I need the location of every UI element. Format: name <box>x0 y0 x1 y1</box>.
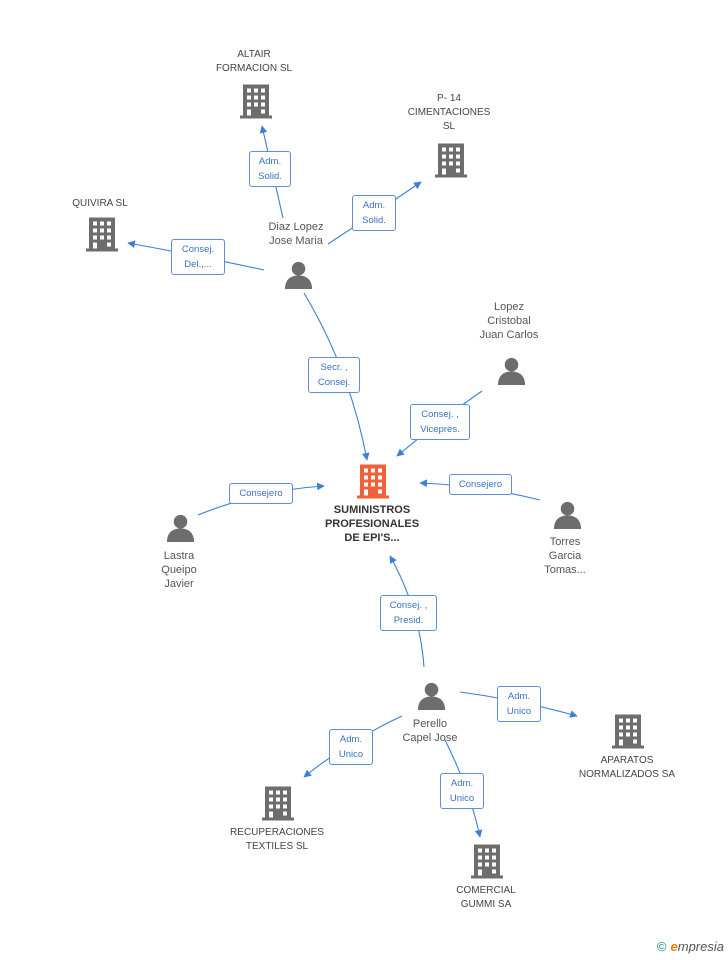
company-label-comercial[interactable]: COMERCIAL GUMMI SA <box>456 885 516 910</box>
company-label-aparatos[interactable]: APARATOS NORMALIZADOS SA <box>578 755 676 780</box>
person-icon-lastra[interactable] <box>166 514 195 542</box>
brand-name: mpresia <box>677 939 724 954</box>
person-icon-torres[interactable] <box>553 501 582 529</box>
edge-label-torres-main: Consejero <box>449 474 512 495</box>
company-label-p14[interactable]: P- 14 CIMENTACIONES SL <box>407 93 491 132</box>
building-icon-altair[interactable] <box>240 84 272 119</box>
person-icon-perello[interactable] <box>417 682 446 710</box>
edge-label-diaz-main: Secr. , Consej. <box>308 357 360 393</box>
company-label-main[interactable]: SUMINISTROS PROFESIONALES DE EPI'S... <box>324 504 420 544</box>
building-icon-p14[interactable] <box>435 143 467 178</box>
copyright-icon: © <box>656 939 667 954</box>
empresia-logo[interactable]: ©empresia <box>657 939 724 954</box>
edge-label-perello-aparatos: Adm. Unico <box>497 686 541 722</box>
edge-label-perello-comercial: Adm. Unico <box>440 773 484 809</box>
building-icon-comercial[interactable] <box>471 844 503 879</box>
person-label-diaz[interactable]: Diaz Lopez Jose Maria <box>268 221 324 247</box>
building-icon-aparatos[interactable] <box>612 714 644 749</box>
person-icon-lopez[interactable] <box>497 357 526 385</box>
person-icon-diaz[interactable] <box>284 261 313 289</box>
company-label-altair[interactable]: ALTAIR FORMACION SL <box>215 49 293 74</box>
company-label-quivira[interactable]: QUIVIRA SL <box>72 198 128 209</box>
edge-label-diaz-altair: Adm. Solid. <box>249 151 291 187</box>
edge-label-lastra-main: Consejero <box>229 483 293 504</box>
person-label-lastra[interactable]: Lastra Queipo Javier <box>161 550 197 590</box>
edge-label-perello-main: Consej. , Presid. <box>380 595 437 631</box>
building-icon-recuperaciones[interactable] <box>262 786 294 821</box>
building-icon-main[interactable] <box>357 464 389 499</box>
building-icon-quivira[interactable] <box>86 217 118 252</box>
edge-label-diaz-quivira: Consej. Del.,... <box>171 239 225 275</box>
company-label-recuperaciones[interactable]: RECUPERACIONES TEXTILES SL <box>230 827 324 852</box>
person-label-lopez[interactable]: Lopez Cristobal Juan Carlos <box>479 301 539 341</box>
person-label-perello[interactable]: Perello Capel Jose <box>402 718 458 744</box>
brand-initial: e <box>670 939 678 954</box>
edge-label-diaz-p14: Adm. Solid. <box>352 195 396 231</box>
person-label-torres[interactable]: Torres Garcia Tomas... <box>544 536 586 576</box>
edge-label-lopez-main: Consej. , Vicepres. <box>410 404 470 440</box>
edge-label-perello-recuperaciones: Adm. Unico <box>329 729 373 765</box>
